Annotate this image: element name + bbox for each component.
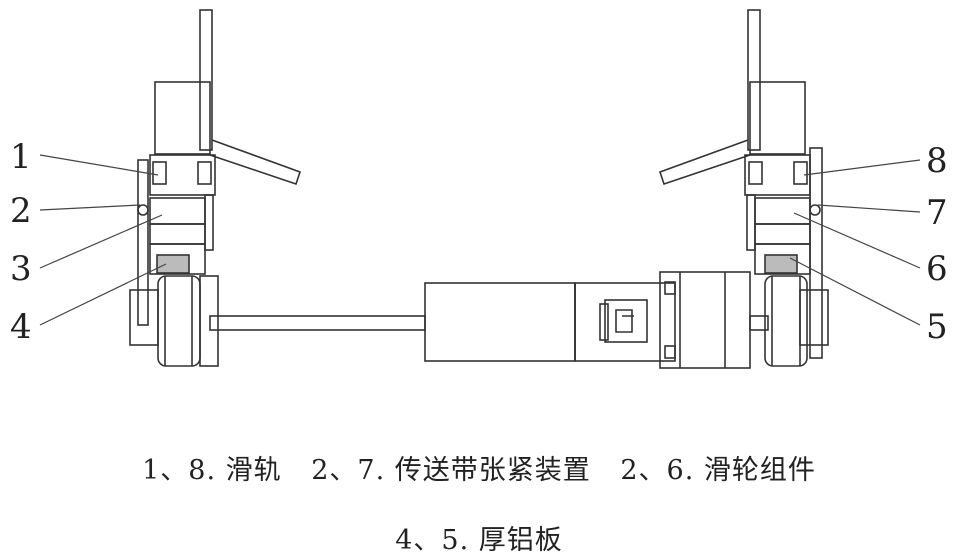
legend-line-1: 1、8. 滑轨 2、7. 传送带张紧装置 2、6. 滑轮组件 (0, 448, 958, 487)
callout-4: 4 (10, 307, 32, 347)
left-vertical-plate (199, 9, 213, 151)
left-leader-lines (39, 154, 167, 326)
mechanical-drawing: 1 2 3 4 8 7 6 5 (10, 9, 948, 369)
coupling (604, 299, 648, 343)
right-tension-device (754, 197, 811, 225)
left-slide-rail (149, 154, 216, 196)
legend-item-aluminum-plate: 4、5. 厚铝板 (395, 525, 563, 556)
gearbox (659, 271, 751, 369)
right-thick-aluminum-plate (809, 147, 823, 359)
left-tension-device (149, 197, 206, 225)
left-conveyor-belt (209, 139, 302, 186)
callout-7: 7 (926, 193, 948, 233)
right-vertical-plate (747, 9, 761, 151)
left-assembly (129, 9, 302, 367)
motor-housing (424, 282, 576, 362)
right-assembly (658, 9, 829, 367)
right-leader-lines (789, 159, 921, 326)
callout-2: 2 (10, 191, 32, 231)
callout-3: 3 (10, 249, 32, 289)
callout-6: 6 (926, 249, 948, 289)
legend-line-2: 4、5. 厚铝板 (0, 518, 958, 557)
right-slide-rail (744, 154, 811, 196)
callout-1: 1 (10, 137, 32, 177)
legend-item-tension-device: 2、7. 传送带张紧装置 (311, 455, 591, 486)
left-pulley-group (149, 243, 206, 275)
legend-item-slide-rail: 1、8. 滑轨 (142, 455, 282, 486)
callout-8: 8 (926, 141, 948, 181)
right-conveyor-belt (658, 139, 751, 186)
right-upper-box (749, 81, 806, 155)
left-upper-box (154, 81, 211, 155)
legend-item-pulley-group: 2、6. 滑轮组件 (620, 455, 816, 486)
callout-5: 5 (926, 307, 948, 347)
drive-shaft (209, 315, 426, 331)
left-thick-aluminum-plate (137, 159, 149, 326)
